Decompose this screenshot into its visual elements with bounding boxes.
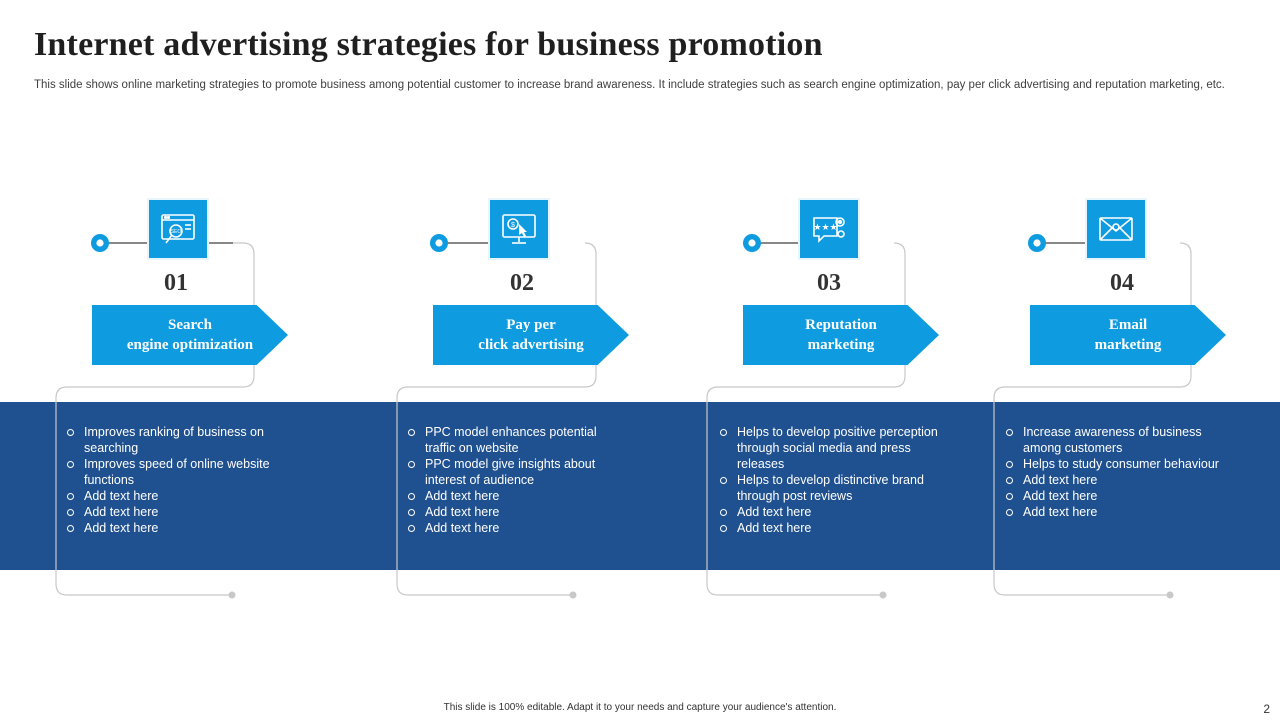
bullet-item: Add text here [1004,504,1219,520]
bullet-item: Helps to develop distinctive brand throu… [718,472,943,504]
bullet-item: Helps to develop positive perception thr… [718,424,943,472]
step-bullet-list: Increase awareness of business among cus… [1004,424,1219,520]
bullet-item: Add text here [65,504,280,520]
step-number: 02 [510,270,534,296]
page-number: 2 [1263,702,1270,716]
step-label-arrow: Email marketing [1030,305,1226,365]
footer-note: This slide is 100% editable. Adapt it to… [443,702,837,713]
bullet-item: Add text here [1004,488,1219,504]
step-bullet-list: Helps to develop positive perception thr… [718,424,943,536]
bullet-item: Add text here [65,520,280,536]
step-label: Search engine optimization [126,317,254,353]
step-number: 01 [164,270,188,296]
bullet-item: Add text here [406,504,621,520]
seo-browser-icon: SEO [149,200,207,258]
svg-text:SEO: SEO [171,229,182,235]
step-label: Email marketing [1094,317,1162,353]
bullet-item: Add text here [1004,472,1219,488]
rating-stars-icon: ★★★ [800,200,858,258]
bullet-item: Increase awareness of business among cus… [1004,424,1219,456]
step-number: 04 [1110,270,1134,296]
bullet-item: Add text here [718,520,943,536]
email-envelope-icon [1087,200,1145,258]
svg-text:★★★: ★★★ [813,223,837,233]
step-label: Pay per click advertising [478,317,584,353]
step-number: 03 [817,270,841,296]
svg-text:$: $ [511,222,515,229]
step-label-arrow: Pay per click advertising [433,305,629,365]
slide-subtitle: This slide shows online marketing strate… [34,79,1225,91]
step-bullet-list: Improves ranking of business on searchin… [65,424,280,536]
bullet-item: Improves speed of online website functio… [65,456,280,488]
bullet-item: PPC model enhances potential traffic on … [406,424,621,456]
bullet-item: Add text here [65,488,280,504]
bullet-item: Helps to study consumer behaviour [1004,456,1219,472]
step-label-arrow: Search engine optimization [92,305,288,365]
bullet-item: Improves ranking of business on searchin… [65,424,280,456]
monitor-dollar-icon: $ [490,200,548,258]
bullet-item: PPC model give insights about interest o… [406,456,621,488]
step-label-arrow: Reputation marketing [743,305,939,365]
bullet-item: Add text here [718,504,943,520]
step-bullet-list: PPC model enhances potential traffic on … [406,424,621,536]
bullet-item: Add text here [406,520,621,536]
slide-title: Internet advertising strategies for busi… [34,26,823,63]
step-label: Reputation marketing [805,317,877,353]
bullet-item: Add text here [406,488,621,504]
